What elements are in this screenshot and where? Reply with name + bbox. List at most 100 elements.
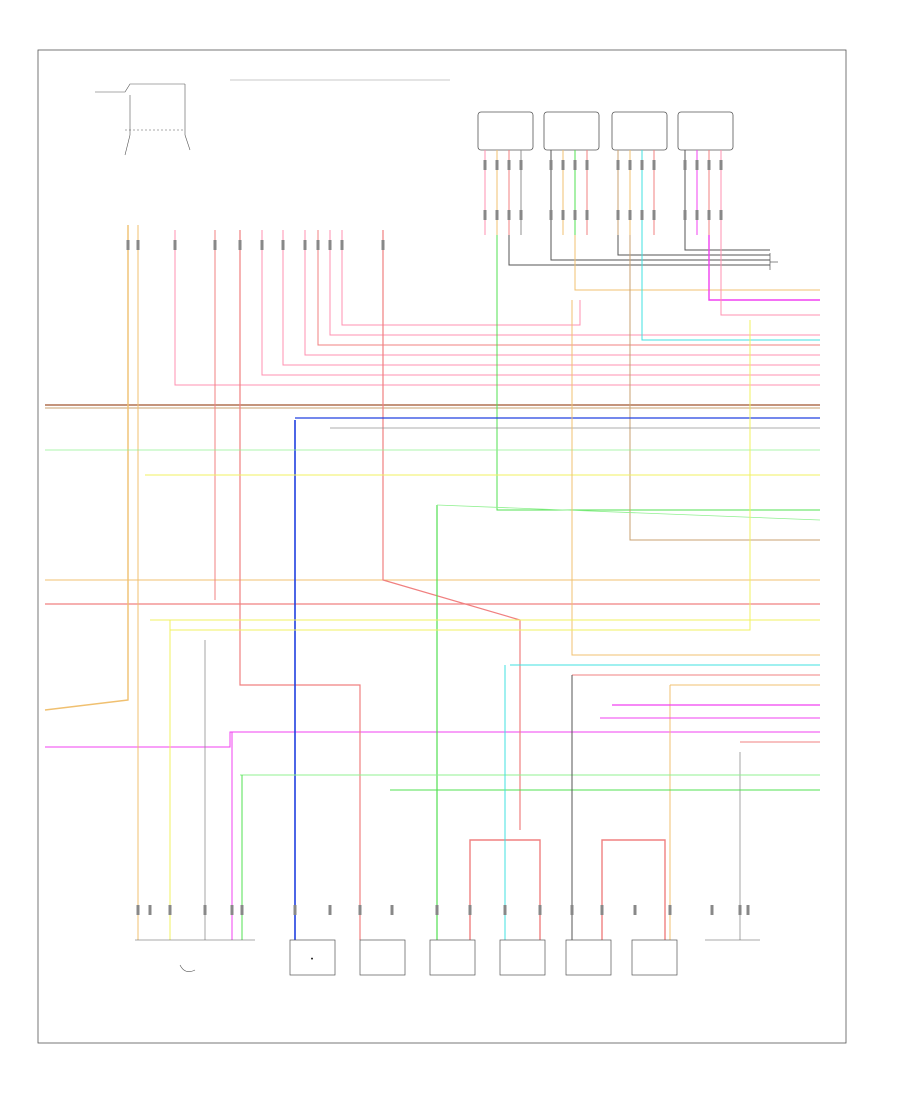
wire-green-bus <box>436 504 821 521</box>
wire-pink-1 <box>174 230 820 386</box>
wire-coil-ground <box>617 235 770 256</box>
ignition-coil-3 <box>611 111 668 151</box>
connector-pin-coil <box>707 210 711 220</box>
connector-pin-coil <box>561 160 565 170</box>
connector-pin-bottom <box>633 905 637 915</box>
connector-pin-bottom <box>148 905 152 915</box>
connector-pin-bottom <box>570 905 574 915</box>
connector-pin-bottom <box>240 905 244 915</box>
connector-pin-coil <box>483 210 487 220</box>
connector-pin-coil <box>652 160 656 170</box>
connector-pin-bottom <box>136 905 140 915</box>
connector-pin-top <box>213 240 217 250</box>
connector-pin-bottom <box>328 905 332 915</box>
connector-pin-coil <box>573 210 577 220</box>
connector-pin-top <box>173 240 177 250</box>
wire-coil-magenta <box>708 235 820 301</box>
connector-pin-top <box>281 240 285 250</box>
wire-pink-5 <box>329 230 820 336</box>
wire-pink-2 <box>261 230 820 376</box>
connector-pin-coil <box>616 160 620 170</box>
oil-pressure-sensor: ● <box>289 939 336 976</box>
connector-pin-bottom <box>503 905 507 915</box>
connector-pin-coil <box>695 160 699 170</box>
connector-pin-coil <box>683 210 687 220</box>
connector-pin-bottom <box>746 905 750 915</box>
wire-pink-6 <box>341 230 581 326</box>
connector-pin-coil <box>483 160 487 170</box>
wire-coil-tan <box>629 235 820 541</box>
connector-pin-coil <box>695 210 699 220</box>
connector-pin-coil <box>707 160 711 170</box>
connector-pin-bottom <box>738 905 742 915</box>
connector-pin-coil <box>549 210 553 220</box>
wire-coil-cyan <box>641 235 820 341</box>
wire-bus-magenta <box>45 731 820 748</box>
wire-coil-ground <box>684 235 770 251</box>
connector-pin-coil <box>628 210 632 220</box>
connector-pin-bottom <box>468 905 472 915</box>
connector-pin-coil <box>495 210 499 220</box>
connector-pin-coil <box>628 160 632 170</box>
connector-pin-bottom <box>203 905 207 915</box>
wire-pink-4 <box>304 230 820 356</box>
wire-coil-ground <box>508 235 770 266</box>
connector-pin-top <box>316 240 320 250</box>
connector-pin-coil <box>585 210 589 220</box>
svg-text:●: ● <box>311 956 314 961</box>
connector-pin-coil <box>507 210 511 220</box>
connector-pin-coil <box>561 210 565 220</box>
connector-pin-bottom <box>668 905 672 915</box>
wire-pink-3 <box>282 230 820 366</box>
connector-pin-coil <box>507 160 511 170</box>
connector-pin-top <box>381 240 385 250</box>
connector-pin-top <box>303 240 307 250</box>
connector-pin-bottom <box>168 905 172 915</box>
wire-harness <box>44 150 821 940</box>
connector-pin-bottom <box>600 905 604 915</box>
connector-pin-bottom <box>710 905 714 915</box>
wire-coil-green <box>496 235 820 511</box>
wire-coil-pink <box>720 235 820 316</box>
connector-pin-coil <box>640 210 644 220</box>
connector-pin-top <box>136 240 140 250</box>
connector-pin-top <box>328 240 332 250</box>
wire-coil-orange <box>574 235 820 291</box>
connector-pins <box>126 160 750 915</box>
connector-pin-coil <box>519 210 523 220</box>
wire-yellow-low-2 <box>170 320 751 631</box>
fuel-injector-1 <box>429 939 476 976</box>
connector-pin-coil <box>573 160 577 170</box>
connector-pin-coil <box>640 160 644 170</box>
connector-pin-coil <box>616 210 620 220</box>
wire-red-3 <box>317 230 820 346</box>
fuel-injector-4 <box>631 939 678 976</box>
ignition-coil-1 <box>477 111 534 151</box>
connector-pin-coil <box>719 210 723 220</box>
ground-symbol <box>769 253 778 270</box>
connector-pin-top <box>340 240 344 250</box>
wire-orange-low <box>571 300 820 656</box>
connector-pin-bottom <box>390 905 394 915</box>
connector-pin-bottom <box>293 905 297 915</box>
throttle-actuator-connector <box>135 939 255 972</box>
wire-red-2 <box>239 230 361 940</box>
fuel-injector-3 <box>565 939 612 976</box>
diagram-border <box>37 49 847 1044</box>
connector-pin-bottom <box>358 905 362 915</box>
connector-pin-top <box>238 240 242 250</box>
connector-pin-coil <box>585 160 589 170</box>
connector-pin-top <box>260 240 264 250</box>
wire-injector-feed-2 <box>601 839 666 940</box>
top-left-relay <box>95 83 191 156</box>
connector-pin-coil <box>495 160 499 170</box>
wire-red-4 <box>382 230 521 830</box>
connector-pin-top <box>126 240 130 250</box>
connector-pin-coil <box>519 160 523 170</box>
fuel-injector-2 <box>499 939 546 976</box>
ignition-coil-2 <box>543 111 600 151</box>
connector-pin-bottom <box>538 905 542 915</box>
connector-pin-coil <box>719 160 723 170</box>
fuel-pressure-sensor <box>359 939 406 976</box>
